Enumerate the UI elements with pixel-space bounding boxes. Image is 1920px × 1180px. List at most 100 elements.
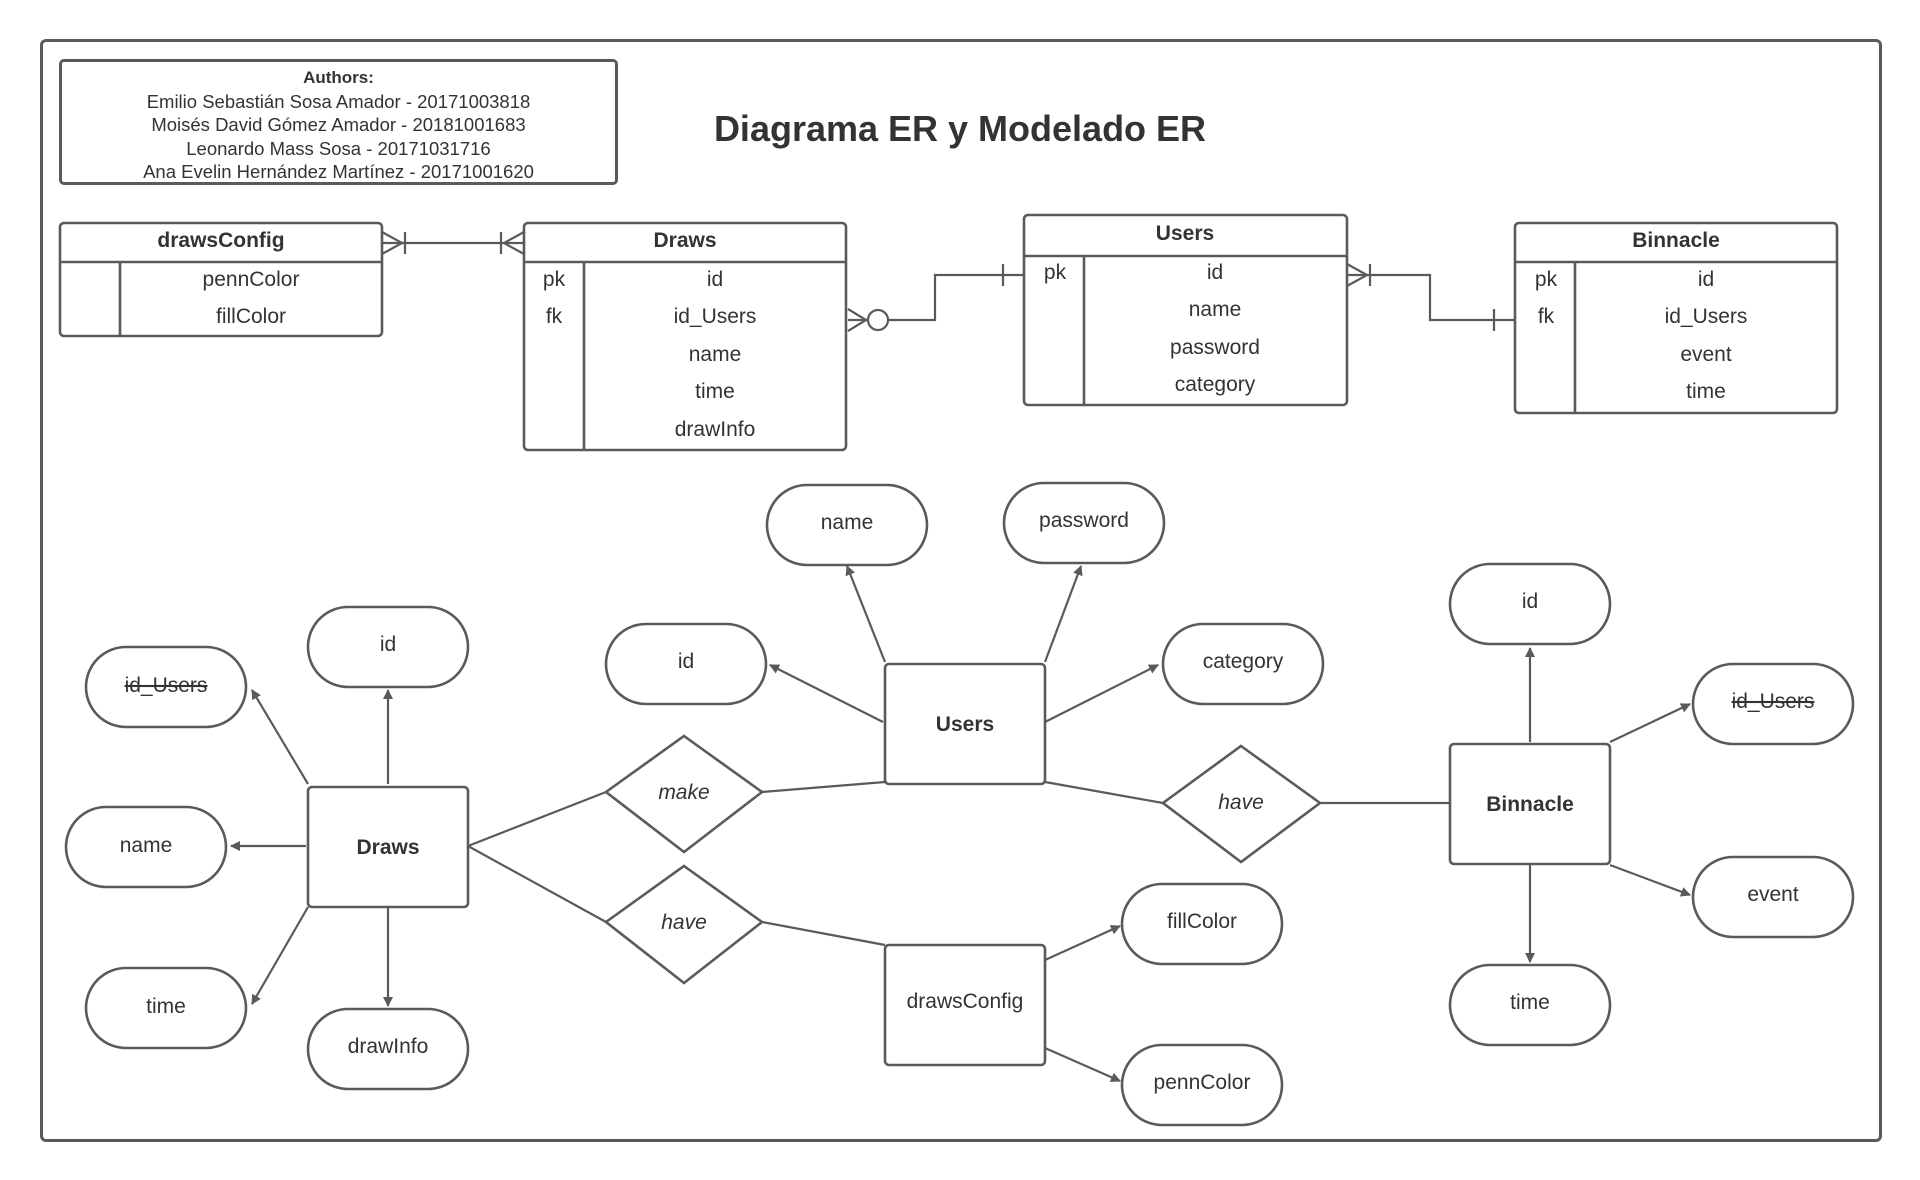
entity-label: drawsConfig: [907, 990, 1024, 1013]
edge-draws-have: [467, 845, 607, 923]
edge-binnacle-event: [1609, 863, 1691, 897]
relationship-have-users-binnacle: [1160, 744, 1323, 864]
table-field: event: [1680, 343, 1732, 366]
table-field: password: [1170, 336, 1260, 359]
entity-label: Users: [936, 713, 994, 736]
edge-config-penncolor: [1044, 1046, 1121, 1083]
attr-label: id: [678, 650, 694, 673]
table-field: pennColor: [203, 268, 300, 291]
table-drawsconfig: [58, 221, 384, 338]
crowfoot-users-binnacle: [1346, 263, 1372, 287]
attr-label: time: [1510, 991, 1550, 1014]
table-field: time: [695, 380, 735, 403]
attr-users-category: [1161, 622, 1325, 706]
attr-binnacle-id: [1448, 562, 1612, 646]
attr-draws-drawinfo: [306, 1007, 470, 1091]
table-title: Users: [1156, 222, 1214, 245]
table-title: Draws: [653, 229, 716, 252]
relational-connectors: [381, 231, 1515, 332]
attr-binnacle-id-users: [1691, 662, 1855, 746]
attr-users-name: [765, 483, 929, 567]
entity-users: [883, 662, 1047, 786]
table-field: id: [707, 268, 723, 291]
entity-label: Draws: [356, 836, 419, 859]
attr-users-id: [604, 622, 768, 706]
table-field: id_Users: [1665, 305, 1748, 328]
attr-config-penncolor: [1120, 1043, 1284, 1127]
attr-draws-id: [306, 605, 470, 689]
edge-users-password: [1043, 565, 1083, 663]
relationship-label: have: [661, 911, 707, 934]
edge-draws-id-users: [251, 689, 309, 785]
table-field: id_Users: [674, 305, 757, 328]
table-field: id: [1207, 261, 1223, 284]
er-entities: [306, 662, 1612, 1067]
attr-label: name: [120, 834, 173, 857]
er-relationships: [603, 734, 1323, 985]
table-field: time: [1686, 380, 1726, 403]
edge-have-config: [761, 920, 886, 947]
table-texts: drawsConfig pennColor fillColor Draws pk…: [157, 222, 1747, 441]
table-field: name: [1189, 298, 1242, 321]
attr-users-password: [1002, 481, 1166, 565]
table-binnacle: [1513, 221, 1839, 415]
author-line: Emilio Sebastián Sosa Amador - 201710038…: [146, 90, 531, 112]
attr-binnacle-time: [1448, 963, 1612, 1047]
edge-draws-make: [467, 790, 607, 848]
attr-binnacle-event: [1691, 855, 1855, 939]
relationship-have-draws-config: [603, 864, 765, 985]
attr-draws-id-users: [84, 645, 248, 729]
relational-tables: [58, 213, 1839, 452]
attr-label: fillColor: [1167, 910, 1237, 933]
er-attributes: [64, 481, 1855, 1127]
attr-label: password: [1039, 509, 1129, 532]
table-title: Binnacle: [1632, 229, 1720, 252]
author-line: Moisés David Gómez Amador - 20181001683: [151, 114, 526, 135]
attr-label: drawInfo: [348, 1035, 429, 1058]
attr-label: name: [821, 511, 874, 534]
edge-draws-time: [251, 906, 309, 1005]
author-line: Leonardo Mass Sosa - 20171031716: [186, 137, 491, 159]
edge-make-users: [761, 780, 886, 794]
entity-label: Binnacle: [1486, 793, 1574, 816]
table-key: pk: [1535, 268, 1558, 291]
author-line: Ana Evelin Hernández Martínez - 20171001…: [143, 161, 534, 182]
relationship-make: [603, 734, 765, 854]
entity-draws: [306, 785, 470, 909]
attr-config-fillcolor: [1120, 882, 1284, 966]
attr-label: id: [1522, 590, 1538, 613]
diagram-title: Diagrama ER y Modelado ER: [713, 108, 1207, 149]
crowfoot-draws-users: [847, 308, 869, 332]
attr-label: category: [1203, 650, 1284, 673]
crowfoot-drawsconfig: [381, 231, 407, 255]
table-users: [1022, 213, 1349, 407]
edge-users-have: [1044, 780, 1164, 805]
attr-label: pennColor: [1154, 1071, 1251, 1094]
edge-config-fillcolor: [1044, 924, 1121, 962]
diagram-frame: [40, 39, 1882, 1142]
edge-users-category: [1044, 664, 1159, 723]
table-field: id: [1698, 268, 1714, 291]
table-key: fk: [1538, 305, 1555, 328]
authors-box: Authors: Emilio Sebastián Sosa Amador - …: [59, 59, 618, 185]
table-title: drawsConfig: [157, 229, 284, 252]
edge-users-id: [769, 664, 884, 723]
attr-label: id_Users: [1732, 690, 1815, 713]
er-texts: Draws Users Binnacle drawsConfig make ha…: [120, 509, 1815, 1094]
edge-binnacle-id-users: [1609, 703, 1691, 743]
table-key: pk: [1044, 261, 1067, 284]
zero-circle: [866, 308, 890, 332]
table-field: name: [689, 343, 742, 366]
er-connectors: [230, 565, 1691, 1083]
crowfoot-draws: [499, 231, 525, 255]
edge-users-name: [845, 565, 887, 663]
relationship-label: make: [658, 781, 709, 804]
attr-label: id_Users: [125, 674, 208, 697]
attr-label: event: [1747, 883, 1799, 906]
table-field: fillColor: [216, 305, 286, 328]
table-field: category: [1175, 373, 1256, 396]
table-key: fk: [546, 305, 563, 328]
attr-label: time: [146, 995, 186, 1018]
